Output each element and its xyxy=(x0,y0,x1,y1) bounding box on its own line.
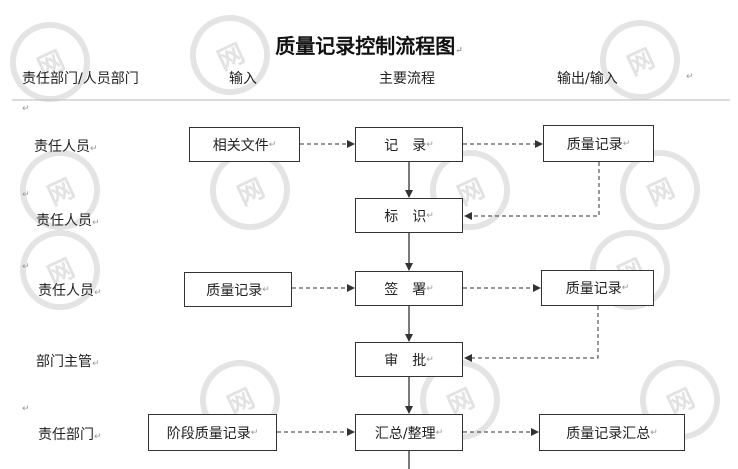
page-title: 质量记录控制流程图↵ xyxy=(0,30,738,59)
input-box-stage-quality-record: 阶段质量记录↵ xyxy=(148,414,277,451)
arrow-qrecord-to-approve xyxy=(464,306,599,362)
input-box-related-docs: 相关文件↵ xyxy=(189,127,300,162)
header-main-process: 主要流程 xyxy=(379,71,435,87)
paragraph-mark-icon: ↵ xyxy=(22,190,30,200)
input-box-quality-record: 质量记录↵ xyxy=(184,272,292,307)
process-box-identify: 标 识↵ xyxy=(355,198,463,233)
row-label-4: 部门主管↵ xyxy=(36,354,100,370)
paragraph-mark-icon: ↵ xyxy=(22,404,30,414)
row-label-1: 责任人员↵ xyxy=(34,139,98,155)
paragraph-mark-icon: ↵ xyxy=(22,262,30,272)
header-output-input: 输出/输入 xyxy=(557,71,618,87)
output-box-quality-record-summary: 质量记录汇总↵ xyxy=(539,414,685,451)
process-box-sign: 签 署↵ xyxy=(355,271,463,306)
output-box-quality-record-1: 质量记录↵ xyxy=(543,125,654,162)
row-label-3: 责任人员↵ xyxy=(38,283,102,299)
header-input: 输入 xyxy=(229,71,257,87)
header-department: 责任部门/人员部门 xyxy=(22,71,139,87)
process-box-approve: 审 批↵ xyxy=(355,342,463,377)
paragraph-mark-icon: ↵ xyxy=(686,72,694,82)
arrow-qrecord-to-identify xyxy=(464,162,600,220)
process-box-record: 记 录↵ xyxy=(355,127,463,162)
paragraph-mark-icon: ↵ xyxy=(455,46,463,56)
row-label-5: 责任部门↵ xyxy=(38,427,102,443)
row-label-2: 责任人员↵ xyxy=(36,213,100,229)
page-title-text: 质量记录控制流程图 xyxy=(275,34,456,58)
process-box-summarize: 汇总/整理↵ xyxy=(355,414,463,451)
paragraph-mark-icon: ↵ xyxy=(22,104,30,114)
output-box-quality-record-2: 质量记录↵ xyxy=(541,270,654,306)
